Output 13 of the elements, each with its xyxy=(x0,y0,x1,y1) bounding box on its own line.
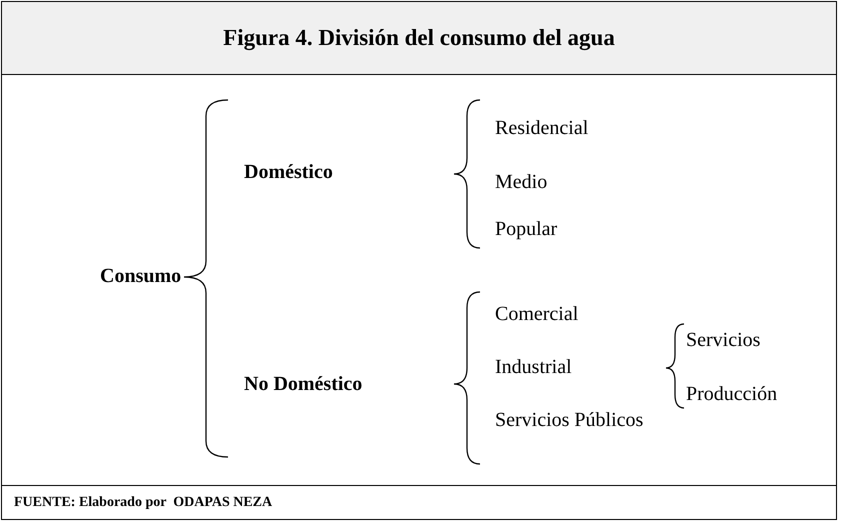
subcategory-label: Residencial xyxy=(495,116,588,140)
subcategory-label: Servicios Públicos xyxy=(495,408,644,432)
subcategory-label: Producción xyxy=(686,382,778,406)
category-label: Doméstico xyxy=(244,160,333,184)
subcategory-label: Comercial xyxy=(495,302,578,326)
subcategory-label: Servicios xyxy=(686,328,760,352)
subcategory-label: Medio xyxy=(495,170,548,194)
subcategory-label: Popular xyxy=(495,217,558,241)
category-label: No Doméstico xyxy=(244,372,362,396)
subcategory-label: Industrial xyxy=(495,355,572,379)
source-note: FUENTE: Elaborado por ODAPAS NEZA xyxy=(14,495,272,511)
title-banner: Figura 4. División del consumo del agua xyxy=(2,2,836,75)
category-label: Consumo xyxy=(100,264,182,288)
